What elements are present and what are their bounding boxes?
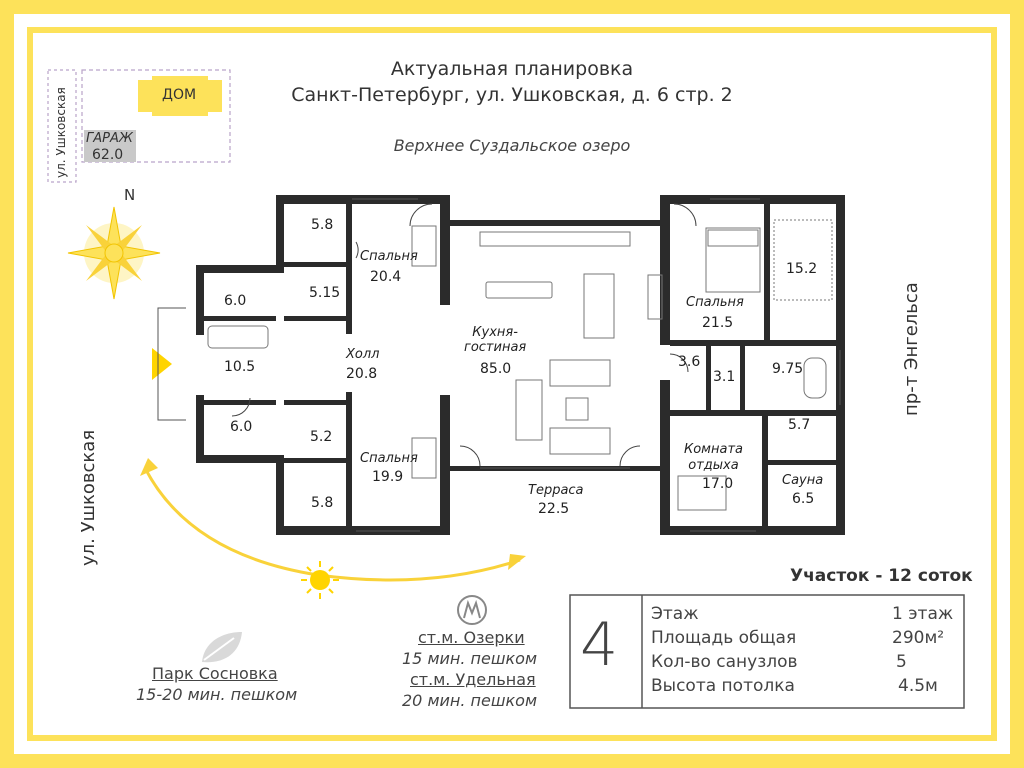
metro-ozerki-link[interactable]: ст.м. Озерки [418, 628, 525, 647]
room-kitchen-area: 85.0 [480, 361, 512, 377]
info-floor-label: Этаж [651, 604, 699, 624]
sun-icon [301, 561, 339, 599]
lake-label: Верхнее Суздальское озеро [393, 136, 631, 155]
metro-udelnaya-link[interactable]: ст.м. Удельная [410, 670, 536, 689]
room-bath-bottom-area: 5.2 [310, 429, 333, 445]
room-wc-bottom-area: 5.8 [311, 495, 334, 511]
info-ceiling-value: 4.5м [898, 676, 938, 696]
porch-outline [157, 307, 186, 421]
info-bathrooms-value: 5 [896, 652, 907, 672]
room-kitchen-name: Кухня- гостиная [464, 325, 527, 355]
room-master-bath-area: 9.75 [772, 361, 804, 377]
entrance-arrow-icon [152, 348, 172, 380]
site-garage-label: ГАРАЖ [86, 131, 133, 146]
metro-ozerki-walk-time: 15 мин. пешком [402, 649, 538, 668]
title-line-2: Санкт-Петербург, ул. Ушковская, д. 6 стр… [291, 84, 733, 106]
inner-frame [27, 27, 997, 741]
furniture [207, 219, 833, 511]
info-box [569, 594, 965, 709]
site-house-label: ДОМ [162, 87, 197, 103]
metro-udelnaya-walk-time: 20 мин. пешком [402, 691, 538, 710]
room-terrace-name: Терраса [528, 483, 584, 498]
park-link[interactable]: Парк Сосновка [152, 664, 278, 683]
sun-path-arrow-end [508, 554, 526, 570]
room-sauna-area: 6.5 [792, 491, 815, 507]
room-sauna-name: Сауна [782, 473, 824, 488]
info-area-value: 290м² [892, 628, 945, 648]
leaf-icon [202, 632, 242, 663]
room-master-bedroom-area: 21.5 [702, 315, 734, 331]
room-wardrobe-area: 15.2 [786, 261, 818, 277]
info-bathrooms-label: Кол-во санузлов [651, 652, 798, 672]
title-line-1: Актуальная планировка [390, 58, 634, 80]
plot-size: Участок - 12 соток [790, 566, 973, 586]
street-right-label: пр-т Энгельса [901, 282, 922, 416]
site-garage [84, 130, 136, 162]
room-bedroom-top-name: Спальня [360, 249, 418, 264]
info-area-label: Площадь общая [651, 628, 797, 648]
room-entrance-area: 10.5 [224, 359, 256, 375]
site-street-label: ул. Ушковская [54, 87, 68, 178]
site-boundary [81, 69, 231, 163]
room-hall-area: 20.8 [346, 366, 378, 382]
compass-rose-icon [67, 206, 161, 300]
street-left-label: ул. Ушковская [78, 429, 99, 566]
site-street-strip [47, 69, 77, 183]
room-terrace-area: 22.5 [538, 501, 570, 517]
room-rest-room-area: 17.0 [702, 476, 734, 492]
room-bedroom-bottom-area: 19.9 [372, 469, 404, 485]
site-garage-area: 62.0 [92, 147, 124, 163]
door-arcs [231, 203, 697, 467]
room-storage-bottom-area: 6.0 [230, 419, 253, 435]
site-house [138, 76, 222, 116]
park-walk-time: 15-20 мин. пешком [136, 685, 298, 704]
house-number: 4 [580, 610, 619, 680]
metro-icon [457, 595, 487, 625]
room-bedroom-top-area: 20.4 [370, 269, 402, 285]
room-wc-top-area: 5.8 [311, 217, 334, 233]
info-floor-value: 1 этаж [892, 604, 954, 624]
compass-north-label: N [124, 186, 136, 204]
site-map [47, 69, 231, 183]
windows [352, 198, 841, 532]
room-shower-area: 5.7 [788, 417, 811, 433]
room-small-b-area: 3.1 [713, 369, 736, 385]
info-ceiling-label: Высота потолка [651, 676, 795, 696]
room-small-a-area: 3.6 [678, 354, 701, 370]
room-master-bedroom-name: Спальня [686, 295, 744, 310]
room-storage-top-area: 6.0 [224, 293, 247, 309]
room-rest-room-name: Комната отдыха [684, 442, 743, 473]
room-bath-top-area: 5.15 [309, 285, 341, 301]
room-bedroom-bottom-name: Спальня [360, 451, 418, 466]
sun-path-arrow-start [140, 458, 158, 476]
room-hall-name: Холл [346, 347, 380, 362]
